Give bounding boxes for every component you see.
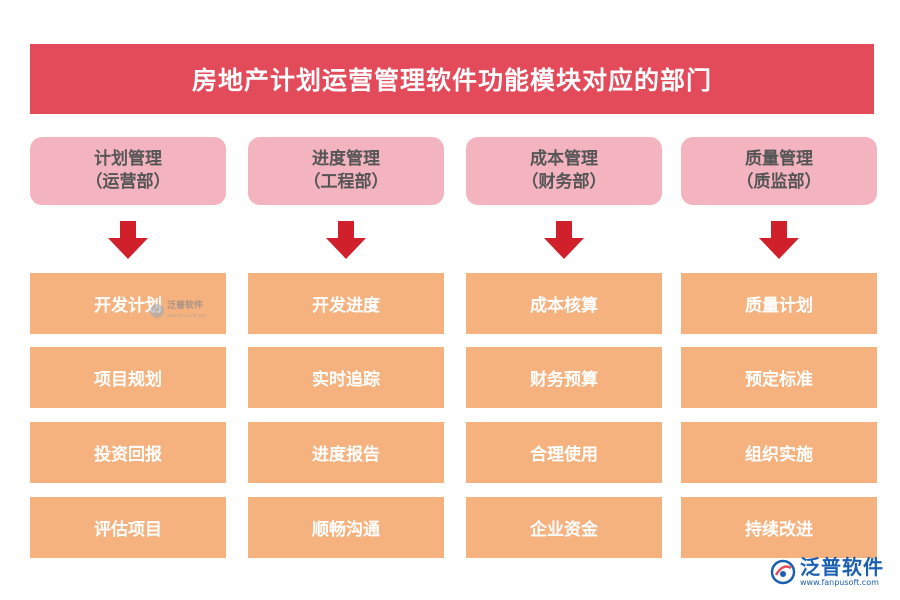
down-arrow-icon xyxy=(326,221,366,259)
watermark: 泛普软件 www.fanpusoft.com xyxy=(150,302,206,320)
watermark-icon xyxy=(150,304,164,318)
watermark-name: 泛普软件 xyxy=(167,301,204,311)
column-quality: 质量管理 （质监部） 质量计划 预定标准 组织实施 持续改进 xyxy=(681,137,877,558)
column-cost: 成本管理 （财务部） 成本核算 财务预算 合理使用 企业资金 xyxy=(466,137,662,558)
function-item: 开发计划 xyxy=(30,273,226,334)
module-name: 进度管理 xyxy=(312,149,380,169)
page-title: 房地产计划运营管理软件功能模块对应的部门 xyxy=(191,66,712,95)
column-progress: 进度管理 （工程部） 开发进度 实时追踪 进度报告 顺畅沟通 xyxy=(248,137,444,558)
logo-url: www.fanpusoft.com xyxy=(800,578,879,587)
function-item: 评估项目 xyxy=(30,497,226,558)
function-item: 财务预算 xyxy=(466,347,662,408)
function-item: 持续改进 xyxy=(681,497,877,558)
function-item: 质量计划 xyxy=(681,273,877,334)
brand-logo: 泛普软件 www.fanpusoft.com xyxy=(770,556,884,588)
function-item: 进度报告 xyxy=(248,422,444,483)
module-box: 计划管理 （运营部） xyxy=(30,137,226,205)
function-item: 实时追踪 xyxy=(248,347,444,408)
function-item: 投资回报 xyxy=(30,422,226,483)
department-name: （工程部） xyxy=(303,172,389,192)
function-item: 开发进度 xyxy=(248,273,444,334)
module-name: 计划管理 xyxy=(94,149,162,169)
function-item: 顺畅沟通 xyxy=(248,497,444,558)
down-arrow-icon xyxy=(108,221,148,259)
function-item: 成本核算 xyxy=(466,273,662,334)
department-name: （质监部） xyxy=(736,172,822,192)
module-box: 成本管理 （财务部） xyxy=(466,137,662,205)
title-banner: 房地产计划运营管理软件功能模块对应的部门 xyxy=(30,44,874,114)
function-item: 企业资金 xyxy=(466,497,662,558)
function-item: 合理使用 xyxy=(466,422,662,483)
department-name: （财务部） xyxy=(521,172,607,192)
logo-name: 泛普软件 xyxy=(800,555,884,579)
function-item: 组织实施 xyxy=(681,422,877,483)
module-name: 质量管理 xyxy=(745,149,813,169)
down-arrow-icon xyxy=(759,221,799,259)
watermark-url: www.fanpusoft.com xyxy=(167,313,207,318)
function-item: 项目规划 xyxy=(30,347,226,408)
module-name: 成本管理 xyxy=(530,149,598,169)
down-arrow-icon xyxy=(544,221,584,259)
department-name: （运营部） xyxy=(85,172,171,192)
function-item: 预定标准 xyxy=(681,347,877,408)
column-plan: 计划管理 （运营部） 开发计划 项目规划 投资回报 评估项目 xyxy=(30,137,226,558)
module-box: 进度管理 （工程部） xyxy=(248,137,444,205)
fanpu-logo-icon xyxy=(770,559,796,585)
module-box: 质量管理 （质监部） xyxy=(681,137,877,205)
